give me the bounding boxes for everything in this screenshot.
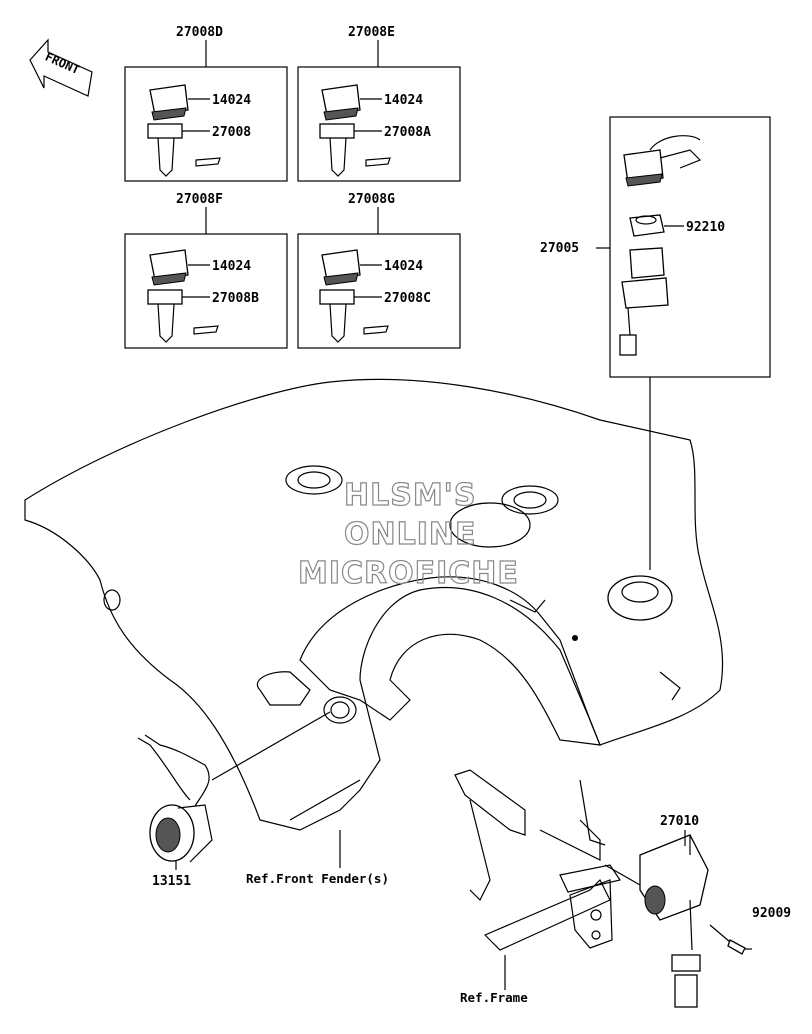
label-cap-14024-e: 14024	[384, 93, 423, 108]
label-part-92009: 92009	[752, 906, 791, 921]
label-ref-frame: Ref.Frame	[460, 990, 528, 1005]
switch-27010	[604, 830, 709, 1008]
watermark-line-2: ONLINE	[344, 517, 477, 552]
label-cap-14024-g: 14024	[384, 259, 423, 274]
label-part-27010: 27010	[660, 814, 699, 829]
label-kit-27008e: 27008E	[348, 25, 395, 40]
label-cap-14024-d: 14024	[212, 93, 251, 108]
label-key-27008: 27008	[212, 125, 251, 140]
kit-box-27008d	[124, 40, 288, 182]
label-nut-92210: 92210	[686, 220, 725, 235]
ignition-grommet	[607, 575, 673, 621]
label-key-27008c: 27008C	[384, 291, 431, 306]
ignition-switch-box	[596, 116, 771, 570]
socket-13151	[137, 711, 331, 870]
inner-fender-shell	[256, 576, 681, 821]
label-ref-front-fender: Ref.Front Fender(s)	[246, 871, 389, 886]
kit-box-27008f	[124, 207, 288, 349]
label-cap-14024-f: 14024	[212, 259, 251, 274]
label-kit-27008g: 27008G	[348, 192, 395, 207]
label-key-27008b: 27008B	[212, 291, 259, 306]
screw-92009	[709, 924, 752, 955]
front-fender-outline	[24, 378, 724, 831]
watermark: HLSM'S ONLINE MICROFICHE	[297, 477, 519, 591]
frame-bracket	[454, 769, 621, 951]
label-kit-27008d: 27008D	[176, 25, 223, 40]
label-key-27008a: 27008A	[384, 125, 431, 140]
front-arrow-icon: FRONT	[29, 38, 93, 97]
watermark-line-3: MICROFICHE	[298, 556, 519, 591]
watermark-line-1: HLSM'S	[344, 478, 476, 513]
label-part-13151: 13151	[152, 874, 191, 889]
kit-box-27008e	[297, 40, 461, 182]
label-kit-27008f: 27008F	[176, 192, 223, 207]
label-assembly-27005: 27005	[540, 241, 579, 256]
kit-box-27008g	[297, 207, 461, 349]
